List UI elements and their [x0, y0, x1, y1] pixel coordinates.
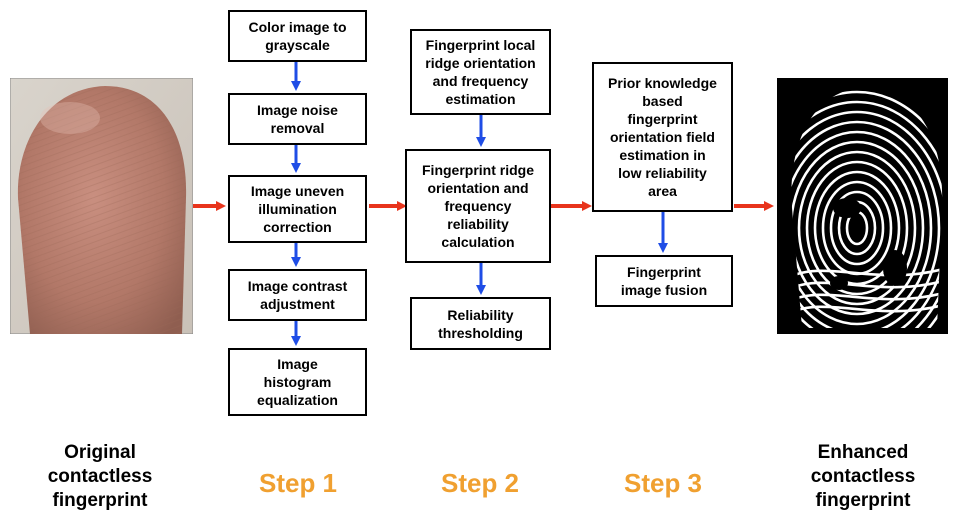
- caption-original: Original contactless fingerprint: [47, 442, 153, 511]
- step1-box-illumination: Image uneven illumination correction: [228, 175, 367, 243]
- step2-box-reliability-thresholding: Reliability thresholding: [410, 297, 551, 350]
- caption-enhanced: Enhanced contactless fingerprint: [810, 442, 916, 511]
- step2-label: Step 2: [440, 468, 520, 498]
- step1-box-histogram: Image histogram equalization: [228, 348, 367, 416]
- step2-box-reliability-calculation: Fingerprint ridge orientation and freque…: [405, 149, 551, 263]
- original-finger-photo: [10, 78, 193, 334]
- step1-box-noise-removal: Image noise removal: [228, 93, 367, 145]
- step1-label: Step 1: [258, 468, 338, 498]
- step3-label: Step 3: [623, 468, 703, 498]
- step1-box-grayscale: Color image to grayscale: [228, 10, 367, 62]
- step3-box-orientation-field: Prior knowledge based fingerprint orient…: [592, 62, 733, 212]
- enhanced-fingerprint-image: [777, 78, 948, 334]
- step2-box-orientation-estimation: Fingerprint local ridge orientation and …: [410, 29, 551, 115]
- step3-box-image-fusion: Fingerprint image fusion: [595, 255, 733, 307]
- step1-box-contrast: Image contrast adjustment: [228, 269, 367, 321]
